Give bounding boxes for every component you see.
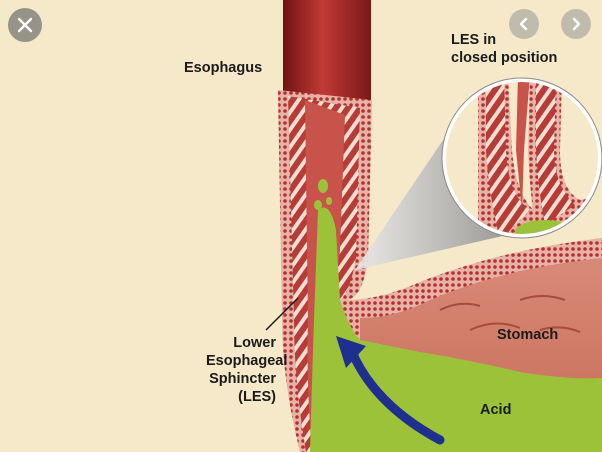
close-icon	[17, 17, 33, 33]
label-les-line3: Sphincter	[209, 371, 276, 387]
previous-button[interactable]	[509, 9, 539, 39]
zoom-circle-ring	[442, 78, 602, 238]
label-esophagus: Esophagus	[184, 60, 263, 76]
label-les-closed: LES in closed position	[451, 31, 557, 67]
zoom-circle-outline	[441, 77, 602, 239]
acid-column	[310, 207, 602, 452]
label-les-line1: Lower	[233, 335, 276, 351]
label-les-line2: Esophageal	[206, 353, 288, 369]
les-pointer-line	[265, 297, 299, 331]
chevron-left-icon	[519, 17, 528, 31]
chevron-right-icon	[572, 17, 581, 31]
acid-droplet-1	[318, 179, 328, 193]
reflux-arrowhead	[336, 336, 366, 368]
label-acid: Acid	[480, 402, 512, 418]
acid-droplet-3	[326, 197, 332, 205]
label-les: Lower Esophageal Sphincter (LES)	[206, 334, 288, 406]
reflux-arrow	[347, 347, 445, 445]
next-button[interactable]	[561, 9, 591, 39]
close-button[interactable]	[8, 8, 42, 42]
label-les-closed-line1: LES in	[451, 32, 497, 48]
label-les-closed-line2: closed position	[451, 50, 558, 66]
zoom-cone	[355, 118, 520, 270]
label-stomach: Stomach	[497, 327, 559, 343]
label-les-line4: (LES)	[238, 389, 276, 405]
acid-droplet-2	[314, 200, 322, 210]
stomach-folds	[439, 295, 581, 333]
